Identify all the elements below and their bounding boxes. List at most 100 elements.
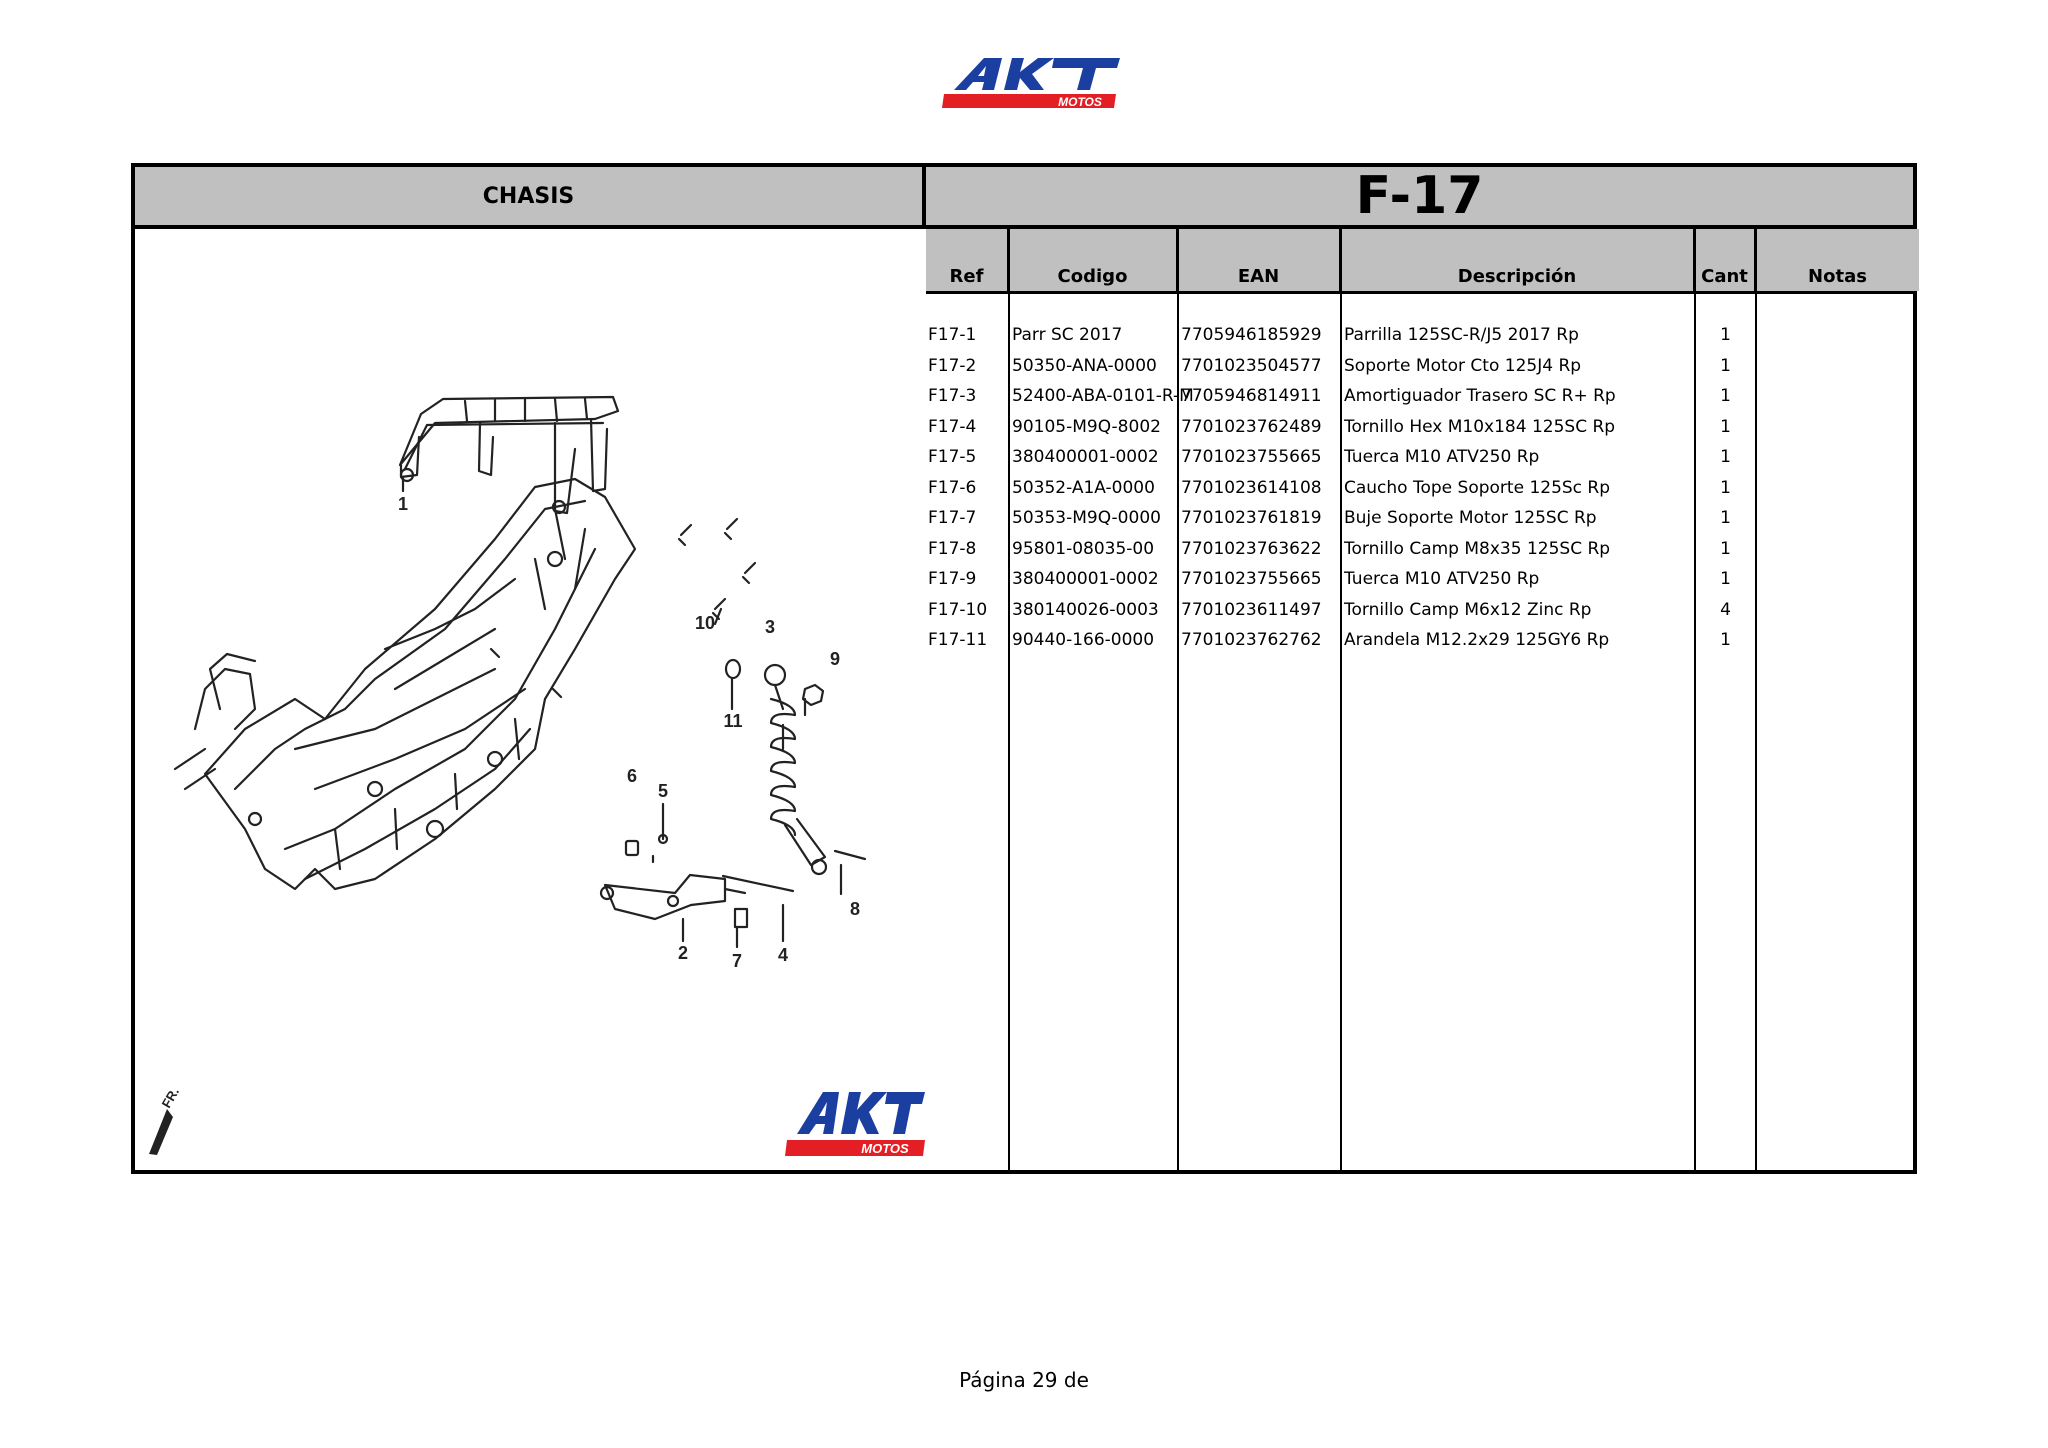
table-cell-ean: 7705946185929 (1181, 325, 1322, 345)
table-cell-ref: F17-11 (928, 630, 988, 650)
nut-part (801, 683, 825, 707)
callout-2: 2 (678, 943, 688, 963)
table-cell-ref: F17-9 (928, 569, 977, 589)
rubber-stop-part (624, 839, 640, 857)
col-codigo-header: Codigo (1009, 229, 1178, 291)
table-cell-descripcion: Caucho Tope Soporte 125Sc Rp (1344, 477, 1611, 498)
col-notas-header: Notas (1756, 229, 1919, 291)
table-cell-codigo: 50353-M9Q-0000 (1012, 508, 1161, 528)
table-cell-cant: 1 (1720, 386, 1731, 406)
table-cell-ref: F17-10 (928, 599, 988, 620)
table-cell-ref: F17-6 (928, 477, 977, 498)
section-title: CHASIS (135, 167, 926, 229)
table-cell-ean: 7701023755665 (1181, 569, 1322, 589)
table-cell-cant: 1 (1720, 508, 1731, 528)
col-ean-header: EAN (1178, 229, 1341, 291)
header-divider (926, 291, 1913, 294)
chassis-exploded-diagram: 1 2 3 4 5 6 7 8 9 10 11 FR. MOTOS (149, 395, 925, 1156)
table-cell-ean: 7701023611497 (1181, 599, 1322, 620)
callout-8: 8 (850, 899, 860, 919)
front-label: FR. (159, 1085, 182, 1111)
shock-absorber-part (763, 663, 828, 876)
front-arrow-icon: FR. (149, 1085, 182, 1155)
table-cell-codigo: 90440-166-0000 (1012, 630, 1155, 650)
akt-logo-small: MOTOS (785, 1092, 925, 1156)
col-divider (1340, 229, 1342, 1170)
col-descripcion-header: Descripción (1341, 229, 1695, 291)
akt-logo: MOTOS (942, 58, 1120, 109)
table-cell-codigo: 380140026-0003 (1012, 599, 1159, 620)
table-cell-ean: 7705946814911 (1181, 386, 1322, 406)
engine-mount-part (599, 873, 747, 921)
callout-11: 11 (723, 711, 742, 731)
col-cant-header: Cant (1695, 229, 1756, 291)
table-cell-descripcion: Parrilla 125SC-R/J5 2017 Rp (1344, 325, 1579, 345)
table-cell-descripcion: Tornillo Camp M8x35 125SC Rp (1344, 538, 1611, 559)
table-cell-descripcion: Soporte Motor Cto 125J4 Rp (1344, 355, 1582, 376)
parts-sheet: CHASIS F-17 (131, 163, 1919, 1174)
callout-3: 3 (765, 617, 775, 637)
rear-carrier-part (398, 395, 620, 515)
callout-9: 9 (830, 649, 840, 669)
page-code: F-17 (926, 166, 1913, 229)
callout-1: 1 (398, 494, 408, 514)
table-cell-codigo: 50352-A1A-0000 (1012, 477, 1155, 498)
table-cell-ref: F17-7 (928, 508, 977, 528)
callout-4: 4 (778, 945, 788, 965)
table-cell-ean: 7701023614108 (1181, 477, 1322, 498)
table-cell-ref: F17-2 (928, 355, 977, 376)
table-cell-ref: F17-5 (928, 447, 977, 467)
callout-10: 10 (695, 613, 715, 633)
table-cell-codigo: 90105-M9Q-8002 (1012, 416, 1161, 437)
col-divider (1694, 229, 1696, 1170)
table-cell-cant: 1 (1720, 355, 1731, 376)
table-cell-ean: 7701023763622 (1181, 538, 1322, 559)
main-frame-part (173, 477, 637, 891)
table-cell-cant: 1 (1720, 477, 1731, 498)
table-cell-ref: F17-1 (928, 325, 977, 345)
parts-table: Ref Codigo EAN Descripción Cant Notas F1… (926, 229, 1919, 1170)
col-divider (1008, 229, 1010, 1170)
table-cell-codigo: 52400-ABA-0101-R-M (1012, 386, 1194, 406)
col-divider (1755, 229, 1757, 1170)
table-cell-descripcion: Arandela M12.2x29 125GY6 Rp (1344, 630, 1610, 650)
akt-logo-small-sub: MOTOS (861, 1141, 909, 1156)
table-cell-ref: F17-8 (928, 538, 977, 559)
table-cell-ean: 7701023762489 (1181, 416, 1322, 437)
callout-7: 7 (732, 951, 742, 971)
table-cell-ean: 7701023762762 (1181, 630, 1322, 650)
table-cell-cant: 1 (1720, 416, 1731, 437)
table-cell-cant: 1 (1720, 630, 1731, 650)
table-cell-ref: F17-4 (928, 416, 977, 437)
table-cell-ean: 7701023504577 (1181, 355, 1322, 376)
table-cell-codigo: Parr SC 2017 (1012, 325, 1123, 345)
table-cell-cant: 4 (1720, 599, 1731, 620)
callout-5: 5 (658, 781, 668, 801)
page-footer: Página 29 de (959, 1368, 1089, 1392)
table-cell-codigo: 95801-08035-00 (1012, 538, 1155, 559)
table-cell-cant: 1 (1720, 538, 1731, 559)
col-divider (1177, 229, 1179, 1170)
table-cell-ean: 7701023761819 (1181, 508, 1322, 528)
bushing-part (733, 907, 749, 929)
table-cell-ref: F17-3 (928, 386, 977, 406)
table-cell-descripcion: Buje Soporte Motor 125SC Rp (1344, 508, 1597, 528)
table-cell-codigo: 380400001-0002 (1012, 447, 1159, 467)
callout-6: 6 (627, 766, 637, 786)
table-cell-cant: 1 (1720, 447, 1731, 467)
table-cell-descripcion: Tuerca M10 ATV250 Rp (1344, 569, 1540, 589)
col-ref-header: Ref (926, 229, 1009, 291)
table-cell-ean: 7701023755665 (1181, 447, 1322, 467)
long-bolt-part (721, 874, 795, 893)
table-cell-cant: 1 (1720, 569, 1731, 589)
table-cell-codigo: 380400001-0002 (1012, 569, 1159, 589)
table-cell-descripcion: Tornillo Hex M10x184 125SC Rp (1344, 416, 1616, 437)
table-cell-descripcion: Tuerca M10 ATV250 Rp (1344, 447, 1540, 467)
table-cell-descripcion: Tornillo Camp M6x12 Zinc Rp (1344, 599, 1592, 620)
washer-part (724, 658, 742, 680)
table-cell-descripcion: Amortiguador Trasero SC R+ Rp (1344, 386, 1616, 406)
akt-logo-sub: MOTOS (1058, 95, 1102, 109)
camp-bolt-part (833, 849, 867, 861)
table-cell-cant: 1 (1720, 325, 1731, 345)
table-cell-codigo: 50350-ANA-0000 (1012, 355, 1157, 376)
